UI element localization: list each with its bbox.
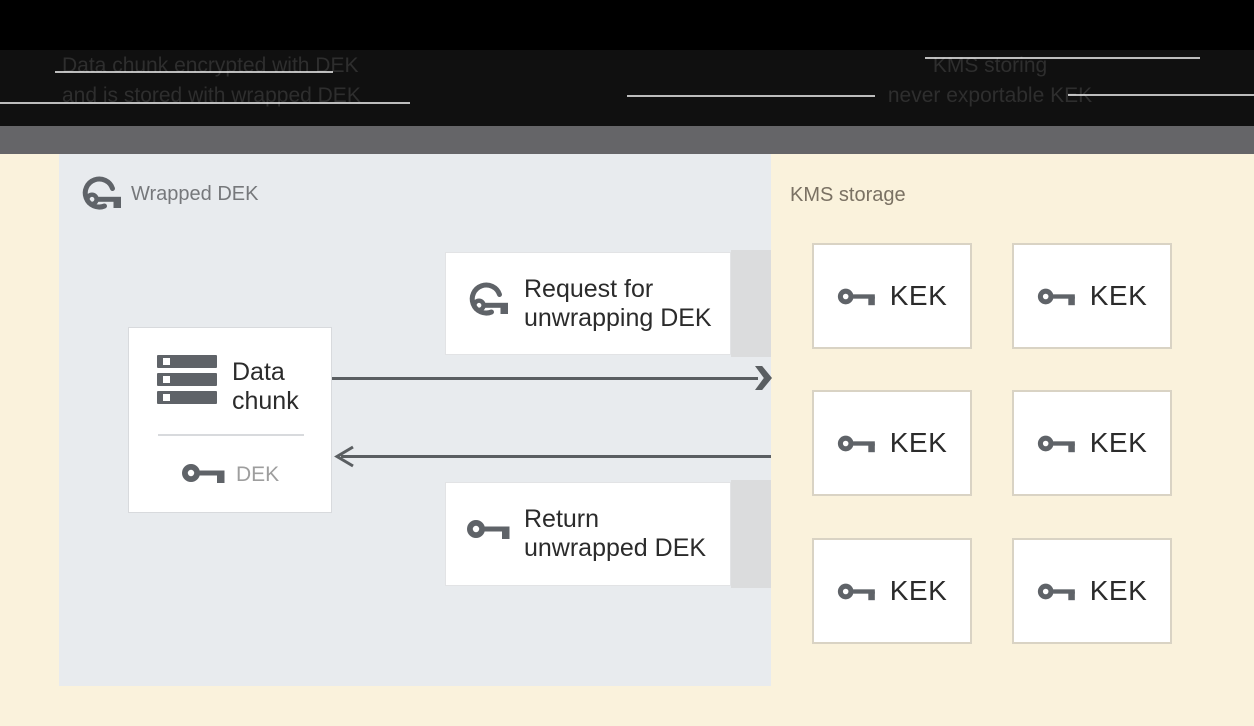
header-hairline [925,57,1200,59]
header-hairline [0,102,410,104]
return-box-text: Return unwrapped DEK [524,505,706,563]
right-caption-line1: KMS storing [932,54,1048,77]
right-caption: KMS storing never exportable KEK [840,51,1140,111]
wrapped-dek-label: Wrapped DEK [131,183,259,205]
gray-divider-band [0,126,1254,154]
kek-label: KEK [1089,427,1148,458]
key-icon [1037,432,1077,455]
request-box-line1: Request for [524,275,654,303]
header-hairline [55,71,333,73]
kek-label: KEK [1089,280,1148,311]
kek-box: KEK [812,538,972,644]
data-chunk-divider [158,434,304,436]
request-box-line2: unwrapping DEK [524,304,712,332]
return-arrow-line [341,455,771,458]
kek-label: KEK [889,280,948,311]
kek-label: KEK [1089,575,1148,606]
return-box-shadow-strip [731,480,771,588]
left-caption-line2: and is stored with wrapped DEK [62,84,361,107]
kek-box: KEK [1012,538,1172,644]
right-caption-line2: never exportable KEK [887,84,1093,107]
return-box-line1: Return [524,505,600,533]
kek-box: KEK [812,390,972,496]
key-icon [1037,580,1077,603]
key-icon [837,432,877,455]
left-caption-line1: Data chunk encrypted with DEK [62,54,359,77]
kek-label: KEK [889,575,948,606]
request-box-shadow-strip [731,250,771,357]
key-icon [837,285,877,308]
dek-label: DEK [236,463,280,486]
storage-stack-icon [157,355,219,405]
kek-box: KEK [1012,243,1172,349]
wrapped-key-icon [79,175,125,215]
kek-box: KEK [812,243,972,349]
key-icon [837,580,877,603]
request-arrow-line [332,377,758,380]
return-arrowhead [333,445,357,468]
header-hairline [1068,94,1254,96]
return-box-line2: unwrapped DEK [524,534,707,562]
header-hairline [627,95,875,97]
kms-storage-label: KMS storage [790,184,906,206]
request-box-text: Request for unwrapping DEK [524,275,712,333]
return-box [445,482,731,586]
header-caption-band [0,50,1254,126]
key-icon [466,516,512,542]
data-chunk-title: Data chunk [232,358,299,415]
key-icon [181,460,227,486]
key-icon [1037,285,1077,308]
kek-label: KEK [889,427,948,458]
wrapped-key-icon [466,281,512,321]
kek-box: KEK [1012,390,1172,496]
